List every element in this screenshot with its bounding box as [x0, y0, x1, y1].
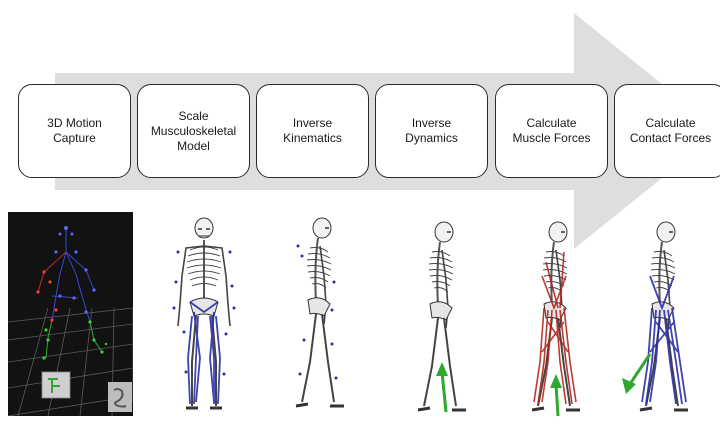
contact-forces-skeleton-icon	[606, 212, 718, 419]
step-label: Calculate Contact Forces	[627, 116, 714, 146]
step-label: Inverse Kinematics	[280, 116, 345, 146]
step-box-inverse-dynamics: Inverse Dynamics	[375, 84, 488, 178]
inverse-kinematics-skeleton-icon	[262, 212, 374, 419]
step-box-inverse-kinematics: Inverse Kinematics	[256, 84, 369, 178]
step-box-muscle-forces: Calculate Muscle Forces	[495, 84, 608, 178]
inverse-dynamics-skeleton-icon	[384, 212, 496, 419]
step-label: 3D Motion Capture	[44, 116, 105, 146]
step-label: Scale Musculoskeletal Model	[148, 109, 239, 154]
step-box-motion-capture: 3D Motion Capture	[18, 84, 131, 178]
step-label: Calculate Muscle Forces	[509, 116, 593, 146]
step-box-contact-forces: Calculate Contact Forces	[614, 84, 720, 178]
step-label: Inverse Dynamics	[402, 116, 461, 146]
step-box-scale-model: Scale Musculoskeletal Model	[137, 84, 250, 178]
muscle-forces-skeleton-icon	[498, 212, 610, 419]
motion-capture-markers-icon	[8, 212, 133, 416]
scaled-skeleton-icon	[148, 212, 260, 419]
